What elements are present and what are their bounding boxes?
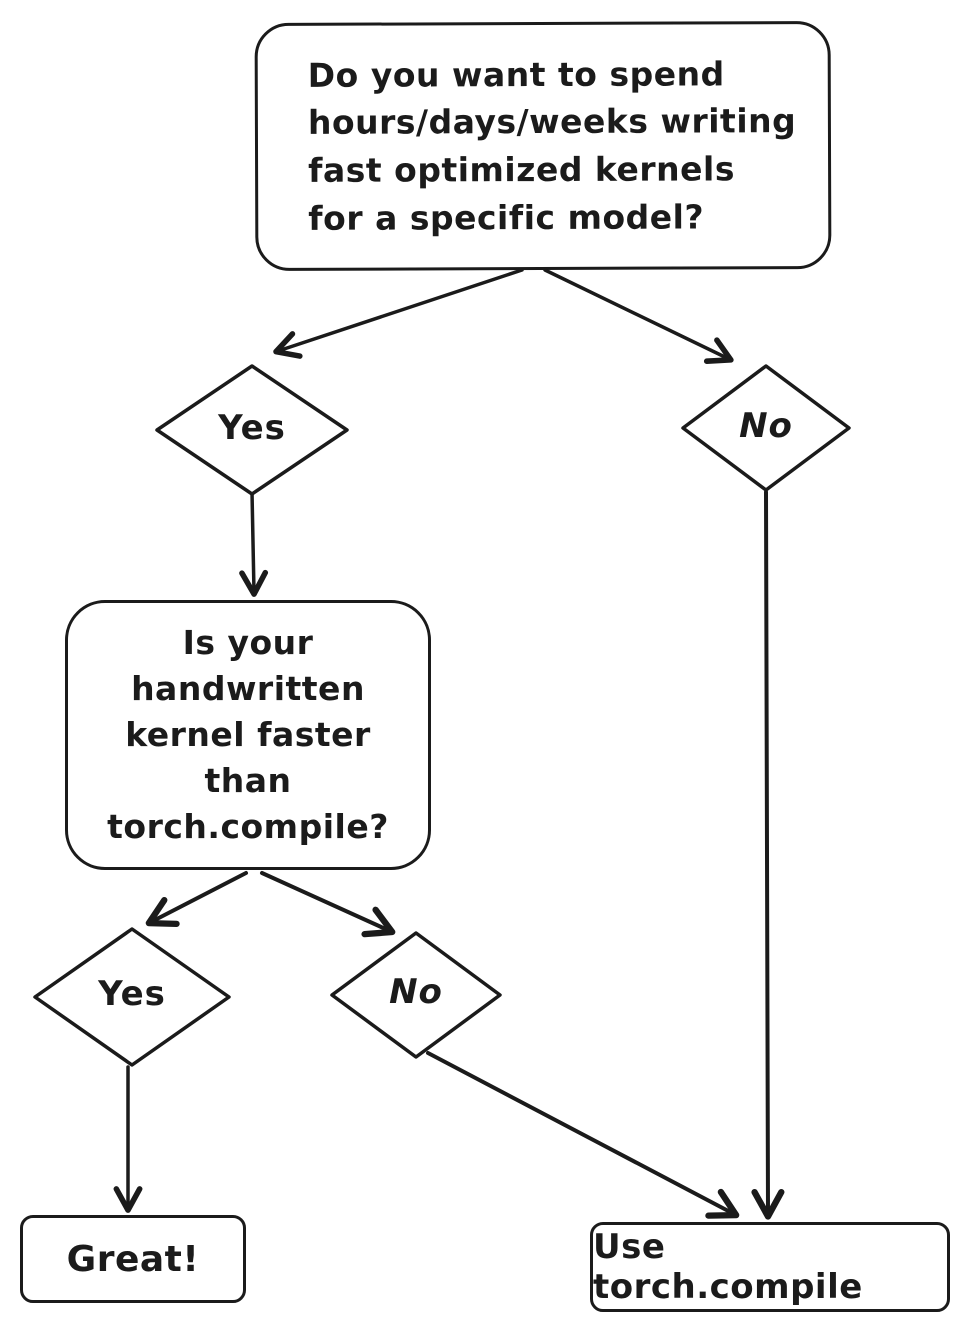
question-node-write-kernels: Do you want to spend hours/days/weeks wr… (254, 20, 832, 272)
question-line: Is your (182, 622, 314, 662)
decision-no-label: No (739, 406, 793, 446)
no1-diamond-shape (681, 364, 851, 492)
edge-q1-to-yes1 (273, 268, 524, 359)
edge-q2-to-no2 (260, 871, 396, 938)
edge-q1-to-no1 (543, 268, 734, 364)
edge-no1-to-use-compile (751, 490, 785, 1220)
result-label: Use torch.compile (593, 1227, 863, 1307)
question-line: kernel faster (125, 714, 371, 754)
question-line: fast optimized kernels (308, 149, 736, 190)
yes1-diamond-shape (155, 364, 349, 496)
result-node-great: Great! (20, 1215, 246, 1303)
decision-yes-label: Yes (98, 974, 166, 1014)
question-line: for a specific model? (308, 196, 705, 238)
edge-yes1-to-q2 (239, 490, 269, 597)
question-node-kernel-faster: Is your handwritten kernel faster than t… (65, 600, 431, 870)
no2-diamond-shape (330, 931, 502, 1059)
result-label: Great! (66, 1238, 200, 1280)
question-line: Do you want to spend (307, 54, 725, 95)
question-line: torch.compile? (107, 807, 389, 847)
result-node-use-torch-compile: Use torch.compile (590, 1222, 950, 1312)
question-line: handwritten (131, 668, 365, 708)
decision-no-label: No (389, 972, 443, 1012)
edge-q2-to-yes2 (145, 871, 248, 928)
question-line: hours/days/weeks writing (307, 101, 797, 143)
yes2-diamond-shape (33, 927, 231, 1067)
edge-no2-to-use-compile (426, 1051, 740, 1219)
question-line: than (204, 761, 292, 801)
decision-yes-label: Yes (218, 408, 286, 448)
